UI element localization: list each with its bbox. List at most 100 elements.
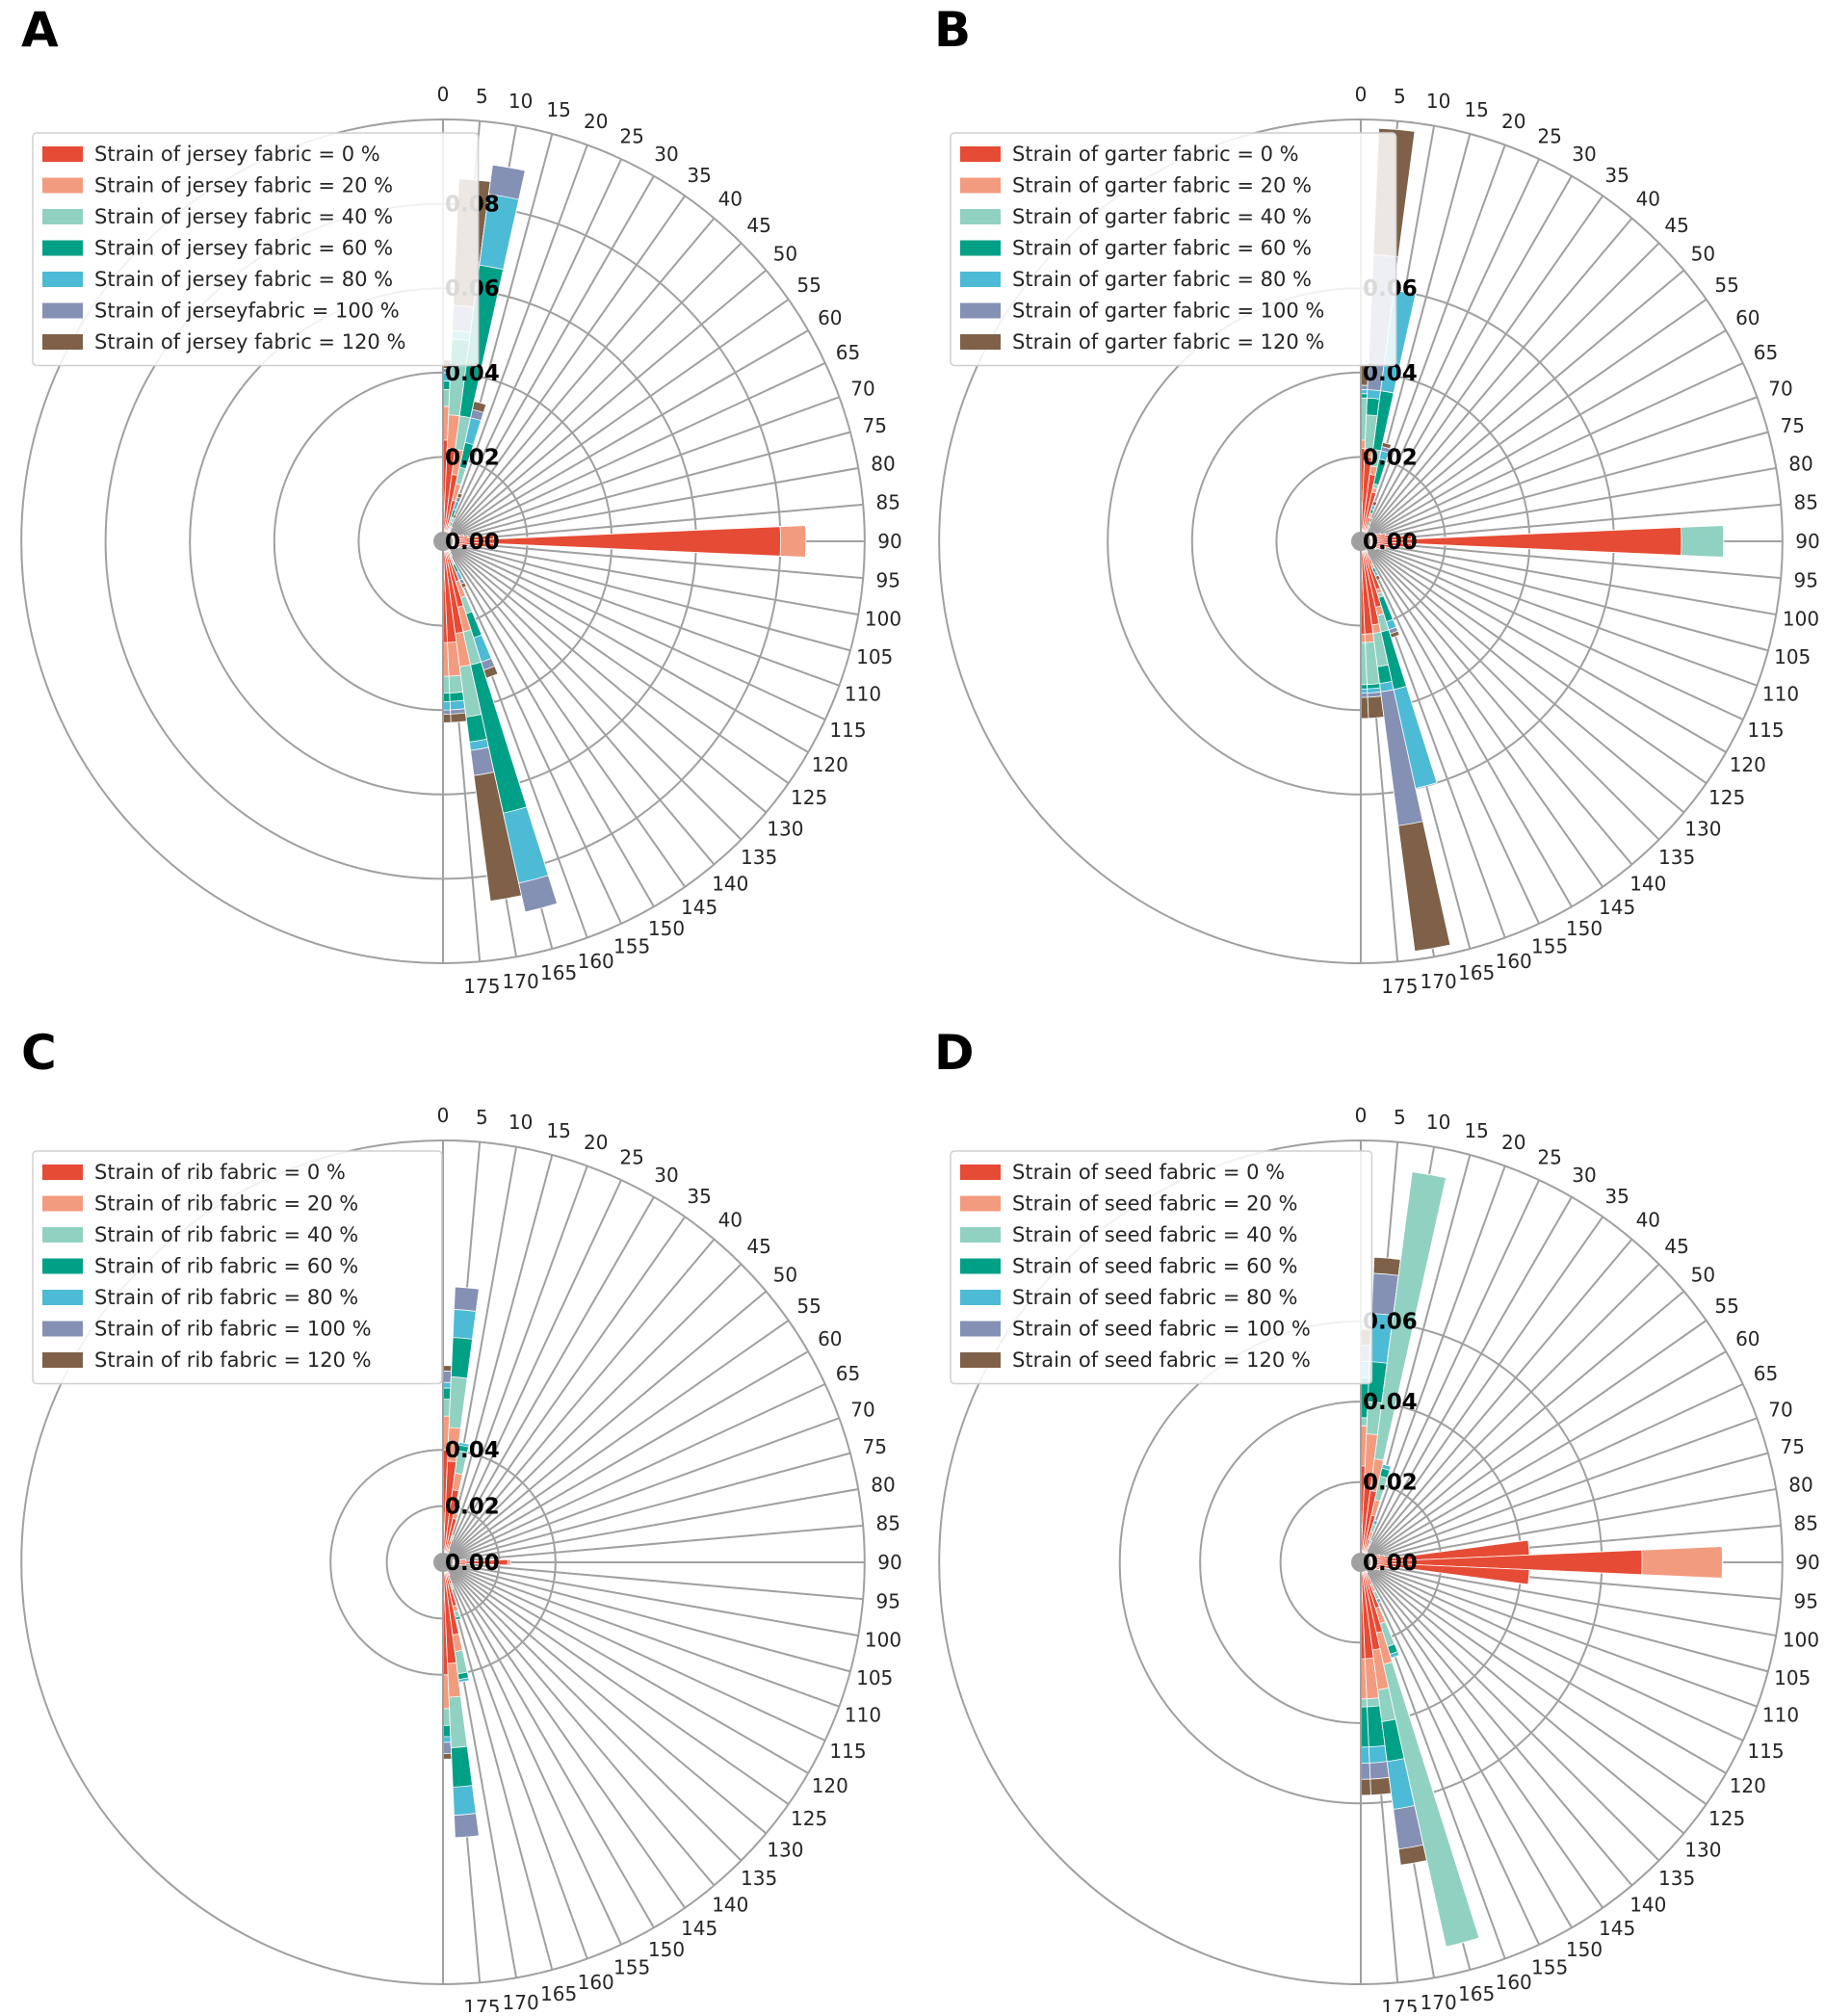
- legend-swatch: [42, 1227, 83, 1243]
- theta-gridline: [1360, 1179, 1541, 1563]
- theta-tick-label: 75: [862, 414, 886, 437]
- theta-tick-label: 10: [1426, 90, 1450, 113]
- r-tick-label: 0.00: [1363, 1551, 1418, 1576]
- theta-tick-label: 155: [613, 1956, 650, 1979]
- theta-tick-label: 145: [681, 896, 717, 919]
- theta-tick-label: 10: [508, 1111, 533, 1134]
- theta-gridline: [442, 1452, 851, 1563]
- legend: Strain of garter fabric = 0 %Strain of g…: [950, 132, 1397, 367]
- theta-tick-label: 0: [437, 1104, 450, 1127]
- theta-tick-label: 25: [619, 1146, 643, 1169]
- theta-tick-label: 140: [712, 1893, 748, 1916]
- theta-gridline: [1360, 1319, 1708, 1563]
- theta-tick-label: 120: [812, 1774, 848, 1797]
- theta-tick-label: 35: [1604, 164, 1629, 187]
- theta-tick-label: 110: [845, 1704, 881, 1727]
- theta-tick-label: 60: [818, 306, 842, 329]
- theta-tick-label: 15: [1464, 98, 1488, 121]
- theta-tick-label: 160: [578, 950, 614, 973]
- theta-tick-label: 135: [741, 846, 777, 869]
- theta-gridline: [442, 269, 768, 542]
- theta-tick-label: 30: [654, 143, 678, 166]
- theta-tick-label: 105: [856, 645, 893, 668]
- theta-tick-label: 85: [875, 491, 899, 514]
- theta-gridline: [1360, 195, 1604, 542]
- theta-tick-label: 20: [584, 1131, 608, 1154]
- theta-tick-label: 55: [796, 1295, 821, 1318]
- theta-gridline: [1360, 1561, 1633, 1887]
- theta-tick-label: 30: [1572, 1164, 1596, 1187]
- theta-tick-label: 135: [741, 1867, 777, 1890]
- legend-swatch: [42, 1352, 83, 1368]
- legend-entry: Strain of jersey fabric = 0 %: [94, 143, 380, 166]
- theta-tick-label: 70: [850, 1398, 874, 1421]
- theta-tick-label: 40: [718, 1209, 743, 1232]
- theta-tick-label: 175: [463, 975, 500, 998]
- theta-tick-label: 120: [1730, 753, 1766, 776]
- theta-gridline: [442, 1561, 623, 1946]
- legend-swatch: [42, 1321, 83, 1337]
- theta-tick-label: 0: [1355, 83, 1368, 106]
- legend-swatch: [42, 240, 83, 256]
- theta-tick-label: 120: [812, 753, 848, 776]
- legend-swatch: [42, 272, 83, 287]
- theta-gridline: [1360, 540, 1541, 925]
- theta-tick-label: 55: [1714, 274, 1738, 297]
- theta-gridline: [1360, 361, 1744, 542]
- bars: [1360, 1171, 1723, 1948]
- theta-tick-label: 165: [1458, 1982, 1495, 2005]
- theta-tick-label: 95: [875, 1589, 899, 1612]
- theta-gridline: [1360, 431, 1769, 542]
- theta-gridline: [442, 540, 655, 907]
- legend-swatch: [960, 1258, 1001, 1274]
- theta-gridline: [1360, 1216, 1604, 1563]
- legend-swatch: [42, 1195, 83, 1212]
- legend-entry: Strain of garter fabric = 40 %: [1012, 205, 1312, 228]
- theta-tick-label: 70: [1768, 377, 1792, 400]
- theta-gridline: [1360, 1417, 1758, 1563]
- theta-tick-label: 35: [687, 1185, 711, 1208]
- theta-tick-label: 155: [1531, 935, 1568, 958]
- theta-tick-label: 10: [508, 90, 533, 113]
- legend-entry: Strain of garter fabric = 120 %: [1012, 330, 1324, 353]
- theta-tick-label: 110: [845, 683, 881, 706]
- theta-tick-label: 20: [1501, 110, 1525, 133]
- theta-gridline: [442, 1179, 623, 1563]
- theta-gridline: [442, 1561, 768, 1835]
- legend-entry: Strain of seed fabric = 120 %: [1012, 1348, 1311, 1372]
- theta-gridline: [442, 158, 623, 542]
- legend-entry: Strain of jersey fabric = 60 %: [94, 237, 393, 260]
- theta-gridline: [1360, 144, 1506, 542]
- theta-gridline: [442, 431, 851, 542]
- theta-tick-label: 120: [1730, 1774, 1766, 1797]
- r-tick-label: 0.00: [445, 530, 500, 555]
- theta-tick-label: 45: [746, 1235, 770, 1258]
- legend-swatch: [960, 1165, 1001, 1180]
- theta-tick-label: 45: [1664, 214, 1688, 237]
- panel-letter: B: [934, 2, 971, 58]
- legend-swatch: [960, 302, 1001, 319]
- legend-frame: [950, 1150, 1373, 1385]
- theta-gridline: [1360, 540, 1744, 721]
- theta-tick-label: 100: [865, 1629, 901, 1652]
- legend: Strain of rib fabric = 0 %Strain of rib …: [32, 1150, 443, 1385]
- theta-gridline: [442, 361, 826, 542]
- theta-tick-label: 45: [746, 214, 770, 237]
- theta-tick-label: 155: [613, 935, 650, 958]
- legend-entry: Strain of rib fabric = 0 %: [94, 1161, 346, 1184]
- legend-entry: Strain of seed fabric = 40 %: [1012, 1223, 1298, 1246]
- theta-gridline: [1360, 540, 1727, 753]
- theta-tick-label: 150: [1566, 1938, 1603, 1961]
- legend-entry: Strain of seed fabric = 100 %: [1012, 1318, 1311, 1341]
- theta-tick-label: 95: [1793, 568, 1817, 591]
- legend-swatch: [960, 272, 1001, 287]
- theta-tick-label: 170: [503, 970, 539, 993]
- theta-gridline: [1360, 540, 1708, 785]
- theta-gridline: [1360, 1561, 1777, 1637]
- theta-gridline: [442, 1487, 859, 1563]
- theta-tick-label: 30: [1572, 143, 1596, 166]
